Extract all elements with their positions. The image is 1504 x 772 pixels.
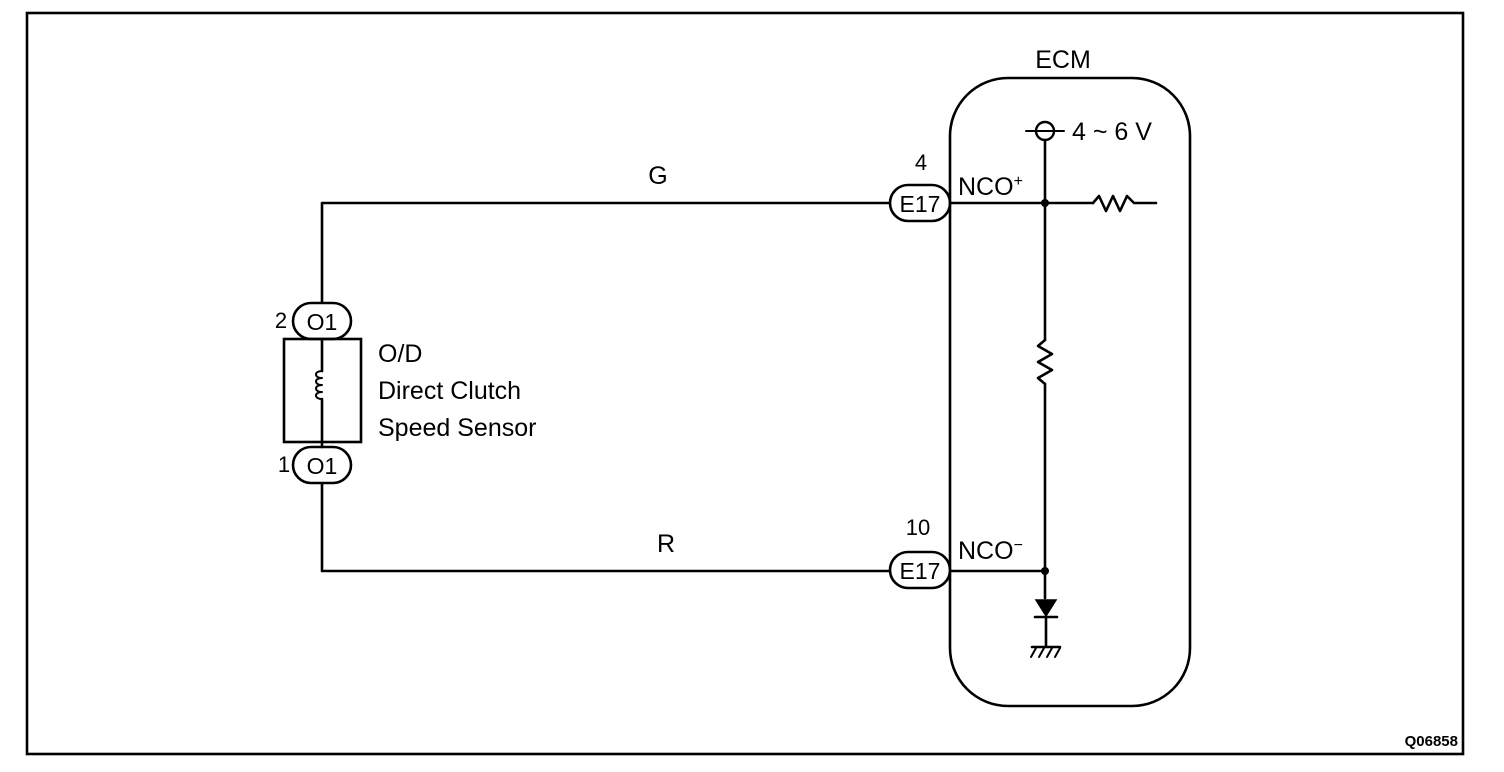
connector-o1-lower-pin: 1 — [278, 452, 290, 477]
connector-e17-pin10: E17 10 — [888, 515, 952, 590]
ground-hatch-4 — [1054, 647, 1061, 658]
connector-o1-lower-code: O1 — [307, 453, 338, 479]
wire-r — [320, 482, 892, 573]
pullup-resistor — [1036, 338, 1054, 386]
connector-o1-pin2: O1 2 — [275, 301, 353, 341]
connector-o1-pin1: O1 1 — [278, 445, 353, 485]
junction-dot-minus — [1041, 567, 1049, 575]
connector-o1-upper-code: O1 — [307, 309, 338, 335]
sensor-label-line3: Speed Sensor — [378, 414, 536, 442]
terminal-nco-minus-sign: − — [1014, 537, 1023, 554]
wire-g-label: G — [648, 162, 667, 190]
connector-e17-upper-code: E17 — [900, 191, 941, 217]
diode-symbol — [1033, 599, 1059, 648]
ground-hatch-2 — [1038, 647, 1045, 658]
diode-triangle — [1034, 599, 1058, 618]
ecm-title: ECM — [1035, 46, 1091, 74]
terminal-nco-minus-text: NCO — [958, 537, 1014, 565]
connector-o1-upper-pin: 2 — [275, 308, 287, 333]
ground-hatch-3 — [1046, 647, 1053, 658]
terminal-nco-plus: NCO+ — [958, 173, 1023, 201]
diagram-frame — [25, 11, 1465, 756]
voltage-supply-symbol: 4 ~ 6 V — [1025, 118, 1152, 146]
junction-dot-plus — [1041, 199, 1049, 207]
terminal-nco-minus: NCO− — [958, 537, 1023, 565]
connector-e17-upper-pin: 4 — [915, 150, 927, 175]
figure-code: Q06858 — [1405, 733, 1458, 750]
input-resistor — [1091, 194, 1158, 213]
sensor-label-line1: O/D — [378, 340, 422, 368]
connector-e17-lower-pin: 10 — [906, 515, 930, 540]
ground-hatch-1 — [1030, 647, 1037, 658]
connector-e17-pin4: E17 4 — [888, 150, 952, 223]
supply-voltage-label: 4 ~ 6 V — [1072, 118, 1152, 146]
terminal-nco-plus-text: NCO — [958, 173, 1014, 201]
speed-sensor-component — [282, 337, 363, 444]
wire-r-label: R — [657, 530, 675, 558]
wire-g — [320, 201, 892, 307]
connector-e17-lower-code: E17 — [900, 558, 941, 584]
sensor-label-line2: Direct Clutch — [378, 377, 521, 405]
ecm-box — [948, 76, 1192, 708]
sensor-coil-icon — [315, 370, 323, 400]
terminal-nco-plus-sign: + — [1014, 173, 1023, 190]
ground-symbol — [1030, 645, 1062, 658]
